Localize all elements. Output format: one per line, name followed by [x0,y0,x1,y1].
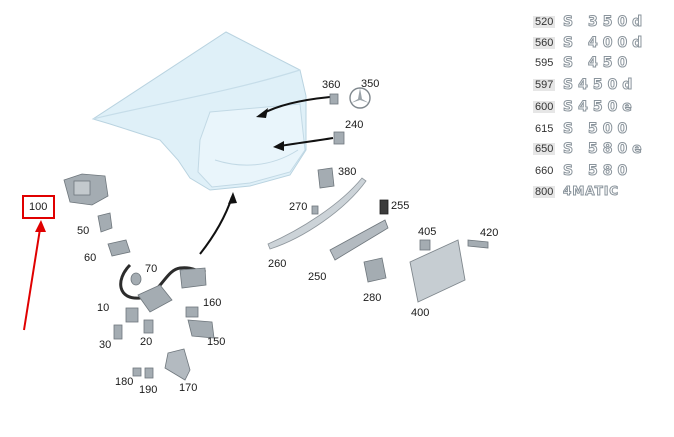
legend-code: 597 [533,79,556,91]
callout-150[interactable]: 150 [207,336,226,348]
callout-280[interactable]: 280 [363,292,382,304]
callout-170[interactable]: 170 [179,382,198,394]
callout-20[interactable]: 20 [140,336,153,348]
callout-255[interactable]: 255 [391,200,410,212]
legend-code: 595 [535,57,554,69]
callout-100[interactable]: 100 [29,201,48,213]
callout-420[interactable]: 420 [480,227,499,239]
handle-250 [329,219,389,261]
part-150 [187,319,215,339]
legend-code: 560 [533,37,556,49]
part-50 [97,212,113,233]
bracket-170 [164,348,191,381]
callout-30[interactable]: 30 [99,339,112,351]
badge-emblem: S450d [562,77,638,94]
part-20 [143,319,154,334]
legend-code: 520 [533,16,556,28]
callout-400[interactable]: 400 [411,307,430,319]
part-180 [132,367,142,377]
trim-strip-260 [267,177,367,250]
part-380 [317,167,335,189]
plate-holder-400 [409,239,466,303]
legend-code: 660 [535,165,554,177]
camera-280 [363,257,387,283]
legend-code: 800 [533,186,556,198]
part-70 [130,272,142,286]
star-emblem-350 [349,87,371,109]
highlight-arrow [23,220,46,331]
part-60 [107,239,131,257]
trunk-lid [91,31,307,191]
legend-code: 600 [533,101,556,113]
badge-emblem: 4MATIC [562,184,620,199]
callout-380[interactable]: 380 [338,166,357,178]
latch-assembly [63,173,109,206]
callout-60[interactable]: 60 [84,252,97,264]
part-405 [419,239,431,251]
callout-160[interactable]: 160 [203,297,222,309]
callout-360[interactable]: 360 [322,79,341,91]
actuator-10 [137,267,207,313]
callout-405[interactable]: 405 [418,226,437,238]
badge-emblem: S 400d [562,35,648,52]
badge-emblem: S450e [563,99,637,116]
callout-240[interactable]: 240 [345,119,364,131]
arrow-heads [228,108,284,204]
part-190 [144,367,154,379]
badge-emblem: S 580 [562,163,633,180]
part-270 [311,205,319,215]
badge-emblem: S 580e [563,141,647,158]
callout-350[interactable]: 350 [361,78,380,90]
part-360 [329,93,339,105]
legend-code: 615 [535,123,554,135]
callout-70[interactable]: 70 [145,263,158,275]
part-240 [333,131,345,145]
screw-420 [467,239,489,249]
badge-emblem: S 450 [562,55,633,72]
callout-260[interactable]: 260 [268,258,287,270]
callout-10[interactable]: 10 [97,302,110,314]
part-30 [113,307,139,340]
part-160 [185,306,199,318]
highlight-box [22,195,55,219]
callout-180[interactable]: 180 [115,376,134,388]
callout-270[interactable]: 270 [289,201,308,213]
badge-emblem: S 350d [562,14,648,31]
legend-code: 650 [533,143,556,155]
callout-190[interactable]: 190 [139,384,158,396]
callout-50[interactable]: 50 [77,225,90,237]
badge-emblem: S 500 [562,121,633,138]
callout-250[interactable]: 250 [308,271,327,283]
part-255 [379,199,389,215]
